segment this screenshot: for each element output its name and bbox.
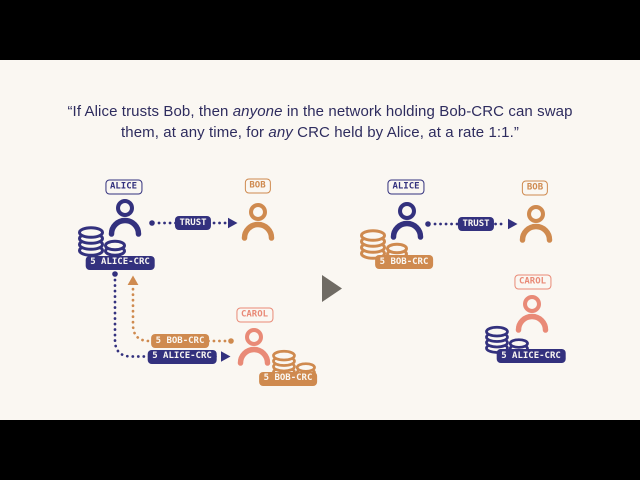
quote-line2-pre: them, at any time, for bbox=[121, 124, 269, 141]
alice-name-tag-right: ALICE bbox=[387, 179, 425, 194]
carol-name-tag-left: CAROL bbox=[235, 307, 274, 322]
diagram-stage: “If Alice trusts Bob, then anyone in the… bbox=[0, 60, 640, 420]
quote-line1-pre: “If Alice trusts Bob, then bbox=[67, 103, 233, 120]
carol-coins-icon-right bbox=[485, 325, 529, 354]
quote-line1-italic: anyone bbox=[232, 103, 283, 120]
quote-text: “If Alice trusts Bob, then anyone in the… bbox=[20, 101, 620, 143]
carol-holdings-badge-left: 5 BOB-CRC bbox=[259, 371, 317, 386]
carol-holdings-badge-right: 5 ALICE-CRC bbox=[496, 349, 566, 363]
alice-coins-icon-left bbox=[78, 226, 126, 257]
carol-person-icon-right bbox=[515, 295, 549, 333]
alice-holdings-badge-right: 5 BOB-CRC bbox=[375, 255, 433, 269]
alice-person-icon-right bbox=[390, 202, 424, 240]
carol-person-icon-left bbox=[237, 328, 271, 366]
bob-person-icon-left bbox=[241, 203, 275, 241]
bob-person-icon-right bbox=[519, 205, 553, 243]
play-triangle-icon bbox=[322, 275, 342, 302]
quote-line2-post: CRC held by Alice, at a rate 1:1.” bbox=[292, 124, 519, 141]
quote-line2-italic: any bbox=[268, 124, 293, 141]
alice-person-icon-left bbox=[108, 199, 142, 237]
letterbox-bottom bbox=[0, 420, 640, 480]
trust-badge-right: TRUST bbox=[457, 217, 495, 231]
alice-holdings-badge-left: 5 ALICE-CRC bbox=[85, 255, 155, 270]
letterbox-top bbox=[0, 0, 640, 60]
trust-badge-left: TRUST bbox=[174, 216, 212, 230]
bob-name-tag-left: BOB bbox=[244, 178, 271, 193]
carol-name-tag-right: CAROL bbox=[513, 274, 552, 289]
alice-name-tag-left: ALICE bbox=[104, 179, 143, 195]
quote-line1-post: in the network holding Bob-CRC can swap bbox=[282, 103, 573, 120]
swap-arrow-alice-to-carol-icon bbox=[112, 271, 231, 362]
bob-name-tag-right: BOB bbox=[521, 180, 549, 196]
swap-bob-crc-badge: 5 BOB-CRC bbox=[151, 334, 209, 348]
swap-alice-crc-badge: 5 ALICE-CRC bbox=[147, 349, 217, 364]
